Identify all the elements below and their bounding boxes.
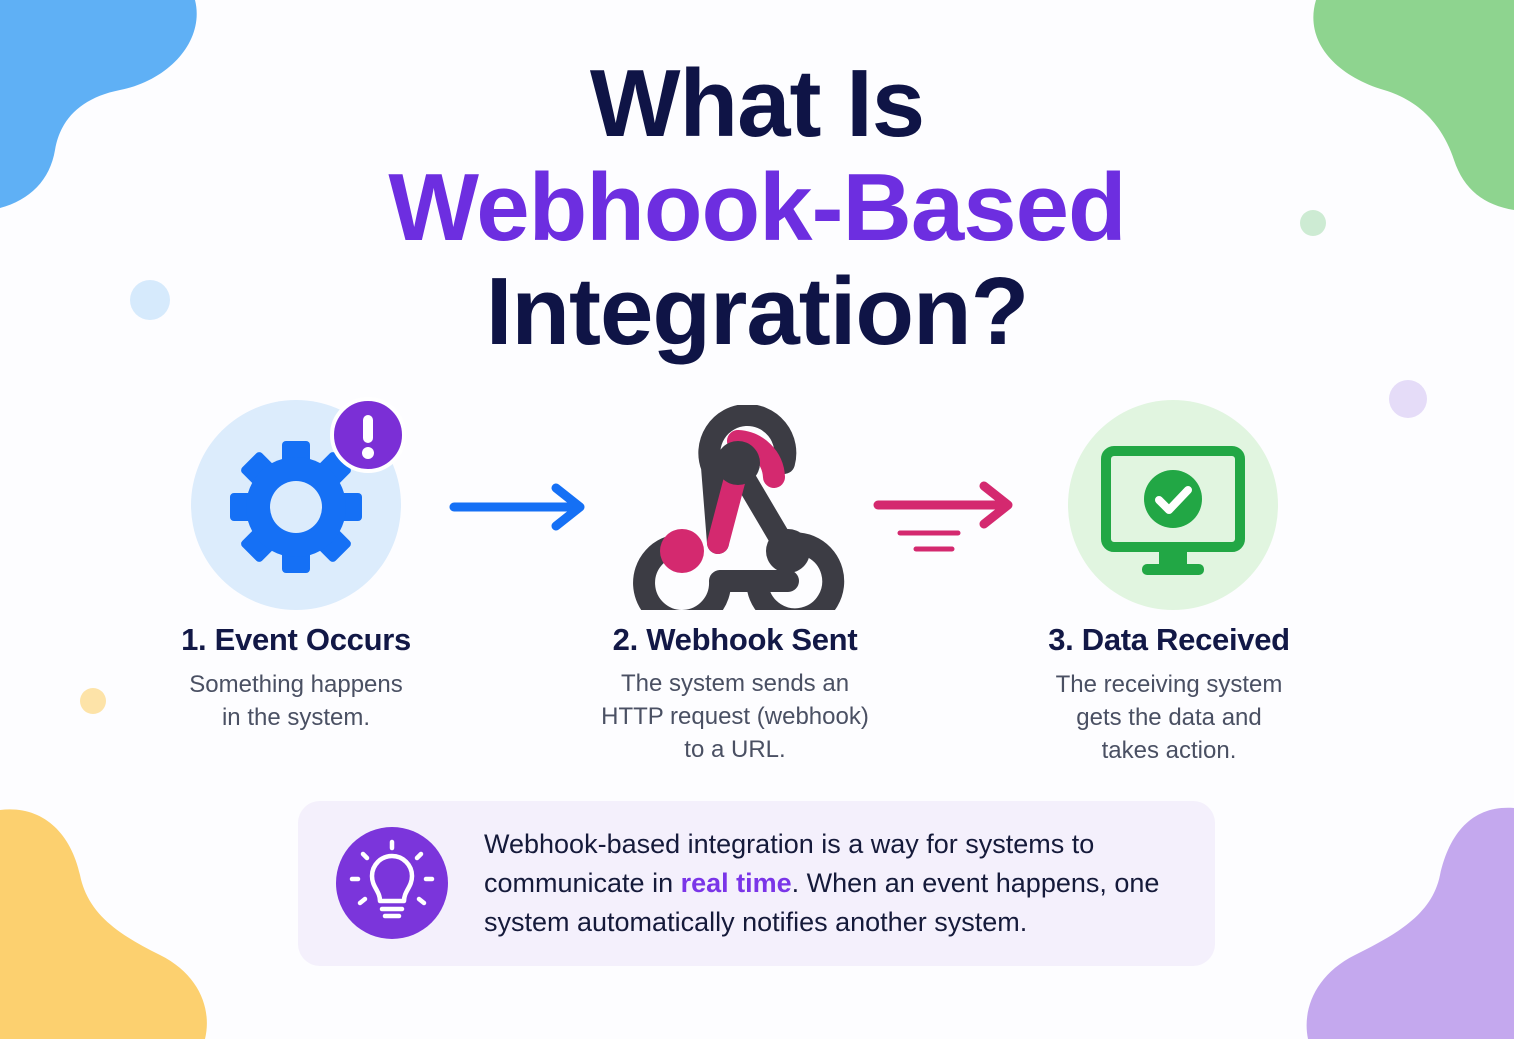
decor-dot-yellow [80,688,106,714]
page-title: What Is Webhook-Based Integration? [0,52,1514,364]
step-1-title: 1. Event Occurs [181,622,411,657]
arrow-right-magenta [873,481,1013,552]
webhook-icon [633,405,845,610]
step-2-title: 2. Webhook Sent [612,622,858,657]
step-3-desc-line-3: takes action. [1101,737,1237,764]
decor-dot-green [1300,210,1326,236]
definition-text: Webhook-based integration is a way for s… [484,825,1184,942]
lightbulb-icon [336,827,448,939]
title-line-1: What Is [589,50,925,157]
definition-text-part-1: Webhook-based integration is a way for s… [484,829,1095,898]
arrow-right-blue [449,483,585,531]
step-1-desc-line-2: in the system. [221,704,371,731]
step-2-desc-line-1: The system sends an [620,670,850,697]
definition-box: Webhook-based integration is a way for s… [298,801,1215,966]
definition-highlight: real time [680,868,792,898]
gear-alert-icon [191,397,406,610]
step-3-desc-line-1: The receiving system [1055,671,1283,698]
title-line-2: Webhook-Based [388,154,1126,261]
decor-dot-lavender [1389,380,1427,418]
step-3-description: The receiving system gets the data and t… [989,668,1349,767]
title-line-3: Integration? [485,258,1030,365]
blob-top-right [1313,0,1514,210]
blob-top-left [0,0,197,208]
step-2-desc-line-2: HTTP request (webhook) [601,703,869,730]
step-2-desc-line-3: to a URL. [684,736,786,763]
blob-bottom-right [1306,807,1514,1039]
blob-bottom-left [0,809,207,1039]
step-1-description: Something happens in the system. [116,668,476,734]
definition-text-part-2: . When an event happens, one system auto… [484,868,1160,937]
step-3-desc-line-2: gets the data and [1076,704,1262,731]
step-2-description: The system sends an HTTP request (webhoo… [555,667,915,766]
decor-dot-blue [130,280,170,320]
step-3-title: 3. Data Received [1048,622,1290,657]
monitor-check-icon [1068,400,1278,610]
step-1-desc-line-1: Something happens [189,671,403,698]
